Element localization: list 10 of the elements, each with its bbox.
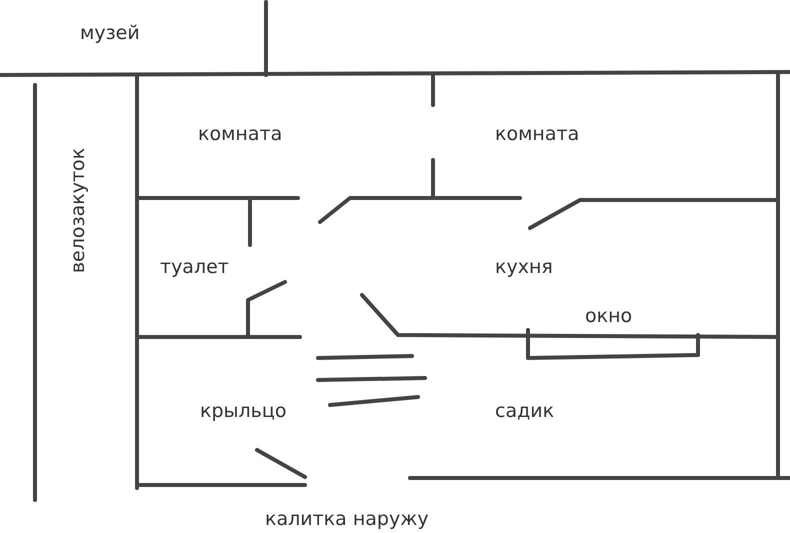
room-label: туалет: [160, 258, 229, 277]
room-label: кухня: [495, 258, 553, 277]
place-label: велозакуток: [68, 147, 88, 273]
place-label: музей: [80, 24, 140, 43]
room-label: садик: [495, 402, 554, 421]
room-label: комната: [495, 125, 580, 144]
gate-label: калитка наружу: [265, 510, 429, 529]
room-label: крыльцо: [200, 402, 286, 421]
window-label: окно: [585, 307, 632, 326]
room-label: комната: [198, 125, 282, 144]
